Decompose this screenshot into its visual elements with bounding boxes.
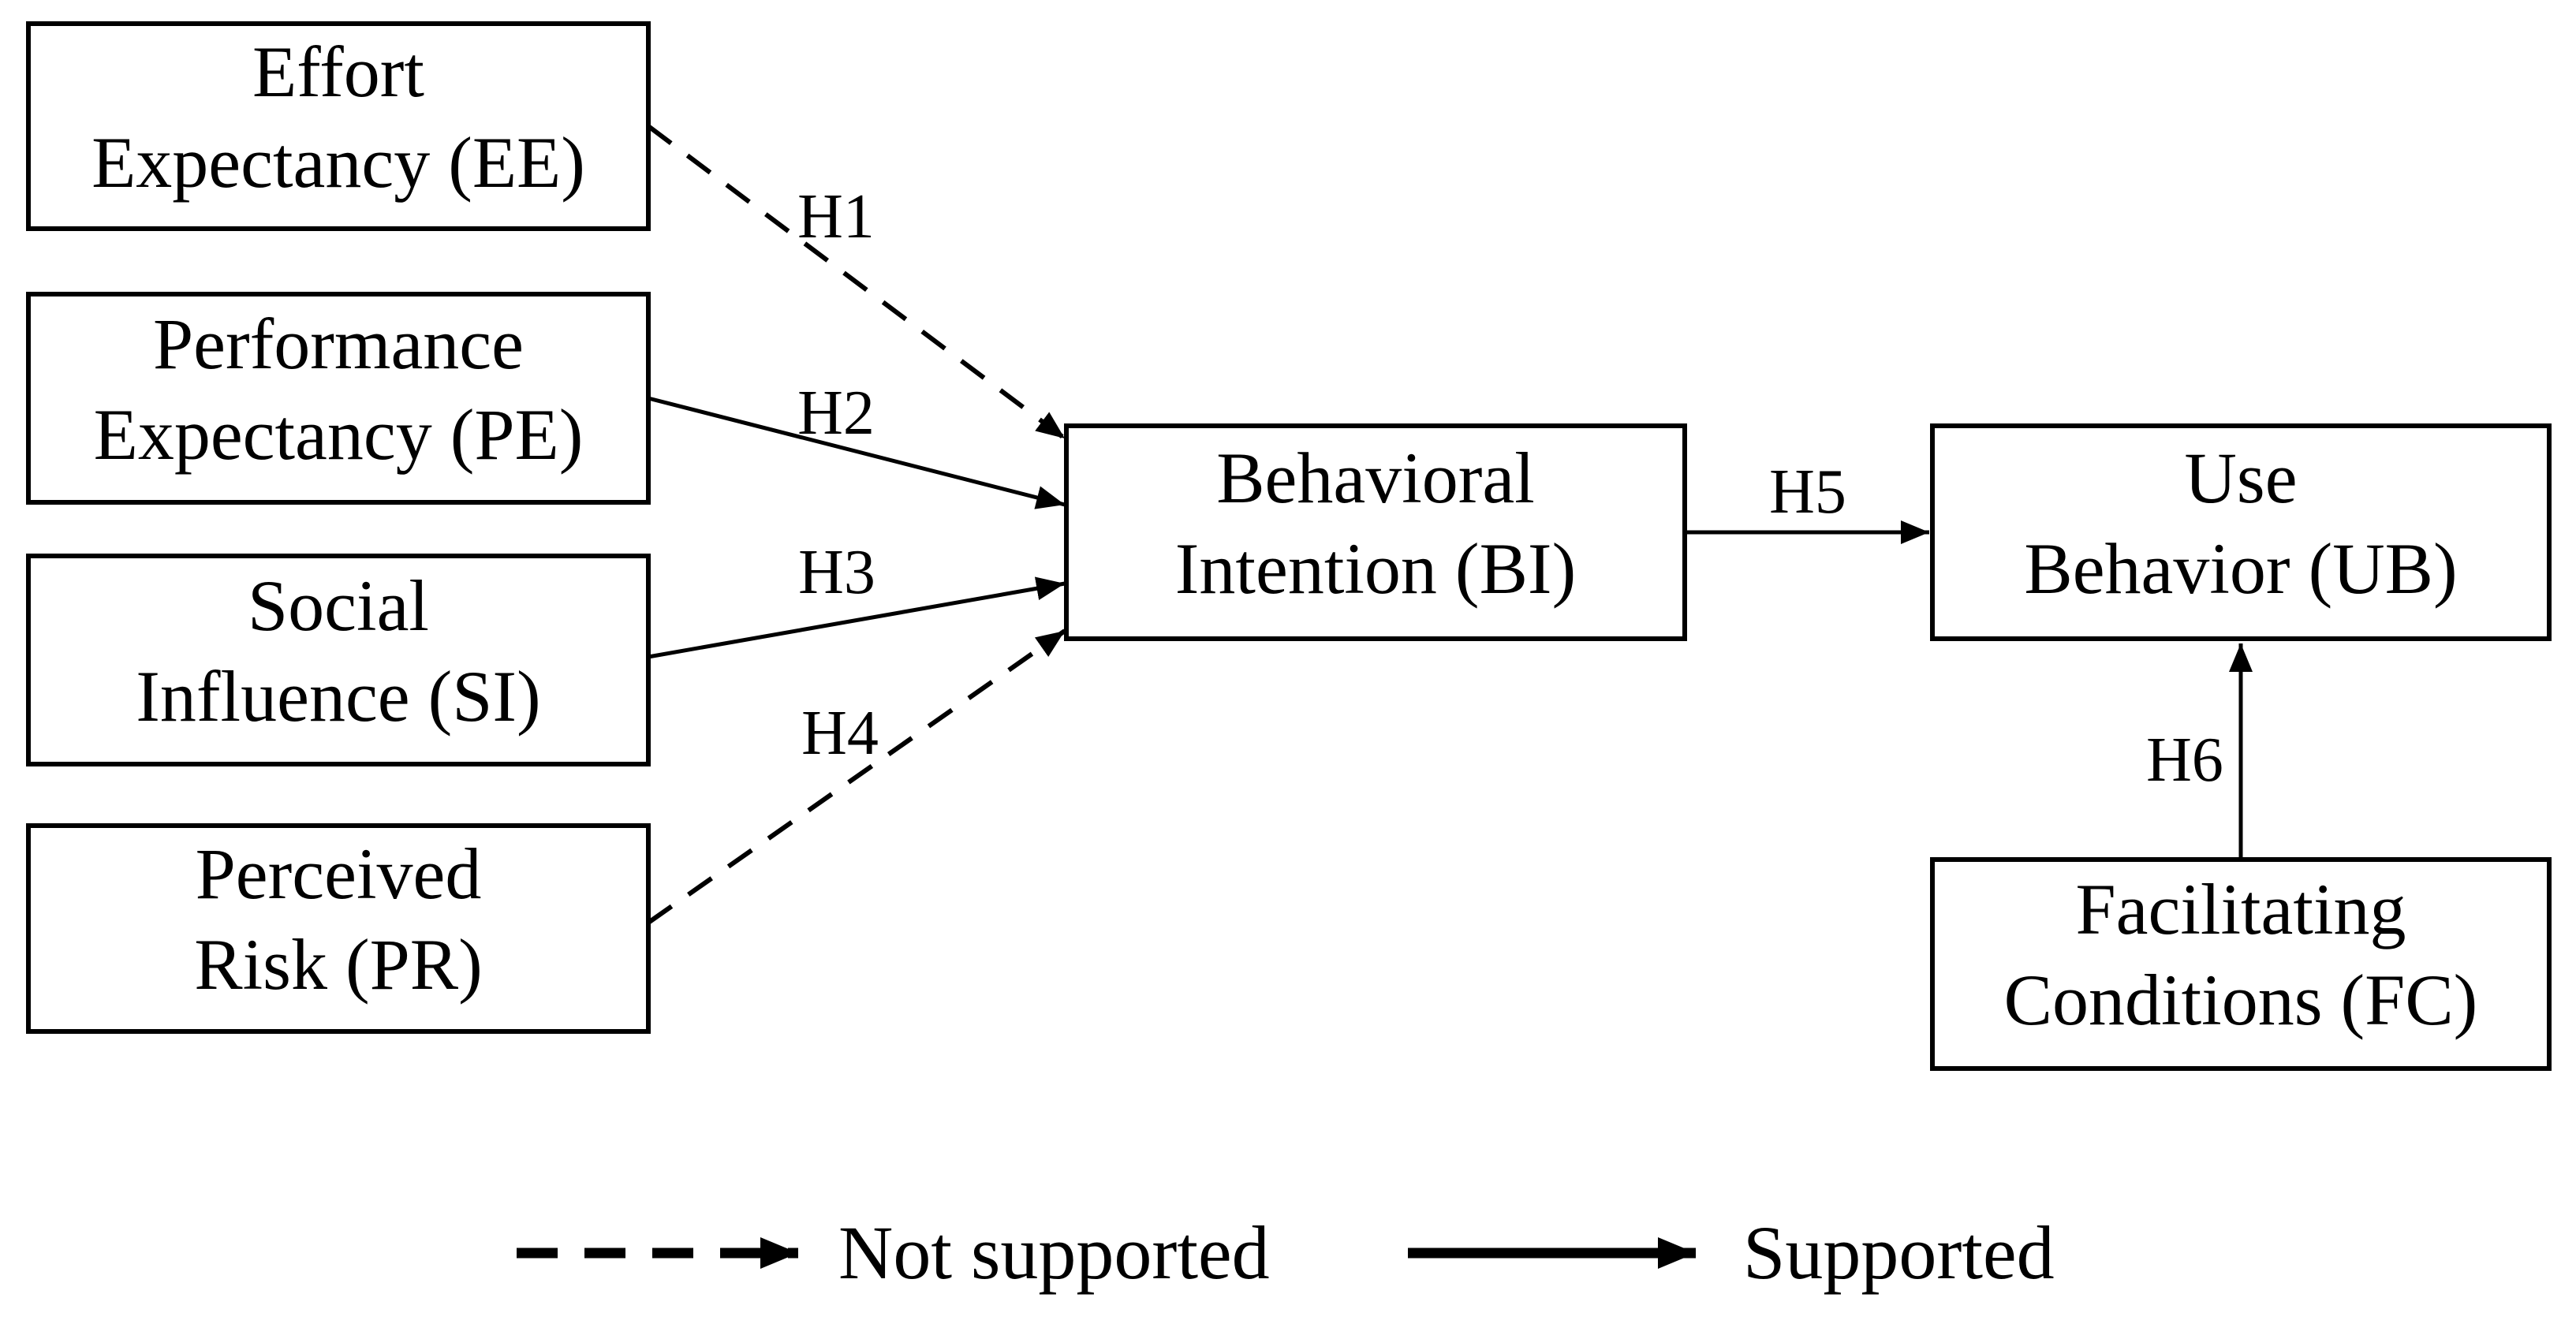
- legend-not-supported-label: Not supported: [838, 1210, 1270, 1295]
- social-influence-box: [26, 554, 651, 766]
- effort-expectancy-node: Effort Expectancy (EE): [26, 21, 651, 231]
- social-influence-label-line1: Social: [248, 565, 429, 646]
- h4-label: H4: [801, 699, 879, 768]
- perceived-risk-node: Perceived Risk (PR): [26, 823, 651, 1034]
- use-behavior-label-line2: Behavior (UB): [2024, 528, 2457, 609]
- perceived-risk-box: [26, 823, 651, 1034]
- use-behavior-node: Use Behavior (UB): [1930, 423, 2552, 641]
- behavioral-intention-node: Behavioral Intention (BI): [1064, 423, 1687, 641]
- effort-expectancy-box: [26, 21, 651, 231]
- perceived-risk-label-line1: Perceived: [196, 834, 482, 914]
- performance-expectancy-label-line2: Expectancy (PE): [94, 394, 584, 475]
- perceived-risk-label-line2: Risk (PR): [194, 924, 483, 1005]
- social-influence-label-line2: Influence (SI): [136, 656, 540, 737]
- facilitating-conditions-node: Facilitating Conditions (FC): [1930, 857, 2552, 1071]
- h1-label: H1: [797, 182, 875, 252]
- behavioral-intention-label-line2: Intention (BI): [1175, 528, 1576, 609]
- h2-arrow-solid: [648, 396, 1066, 509]
- h2-label: H2: [797, 379, 875, 448]
- performance-expectancy-box: [26, 292, 651, 505]
- effort-expectancy-label-line2: Expectancy (EE): [91, 122, 585, 203]
- h6-label: H6: [2146, 725, 2223, 795]
- h1-arrow-dashed: [647, 124, 1066, 441]
- h5-label: H5: [1769, 457, 1846, 527]
- legend: Not supported Supported: [517, 1210, 2055, 1295]
- legend-supported-label: Supported: [1743, 1210, 2055, 1295]
- facilitating-conditions-box: [1930, 857, 2552, 1071]
- facilitating-conditions-label-line1: Facilitating: [2075, 869, 2406, 949]
- use-behavior-box: [1930, 423, 2552, 641]
- performance-expectancy-node: Performance Expectancy (PE): [26, 292, 651, 505]
- social-influence-node: Social Influence (SI): [26, 554, 651, 766]
- h3-label: H3: [798, 538, 875, 607]
- h4-arrow-dashed: [647, 628, 1066, 925]
- facilitating-conditions-label-line2: Conditions (FC): [2004, 960, 2478, 1040]
- use-behavior-label-line1: Use: [2184, 438, 2297, 518]
- h3-arrow-solid: [648, 576, 1066, 659]
- effort-expectancy-label-line1: Effort: [252, 32, 424, 112]
- behavioral-intention-box: [1064, 423, 1687, 641]
- performance-expectancy-label-line1: Performance: [153, 304, 524, 384]
- behavioral-intention-label-line1: Behavioral: [1216, 438, 1535, 518]
